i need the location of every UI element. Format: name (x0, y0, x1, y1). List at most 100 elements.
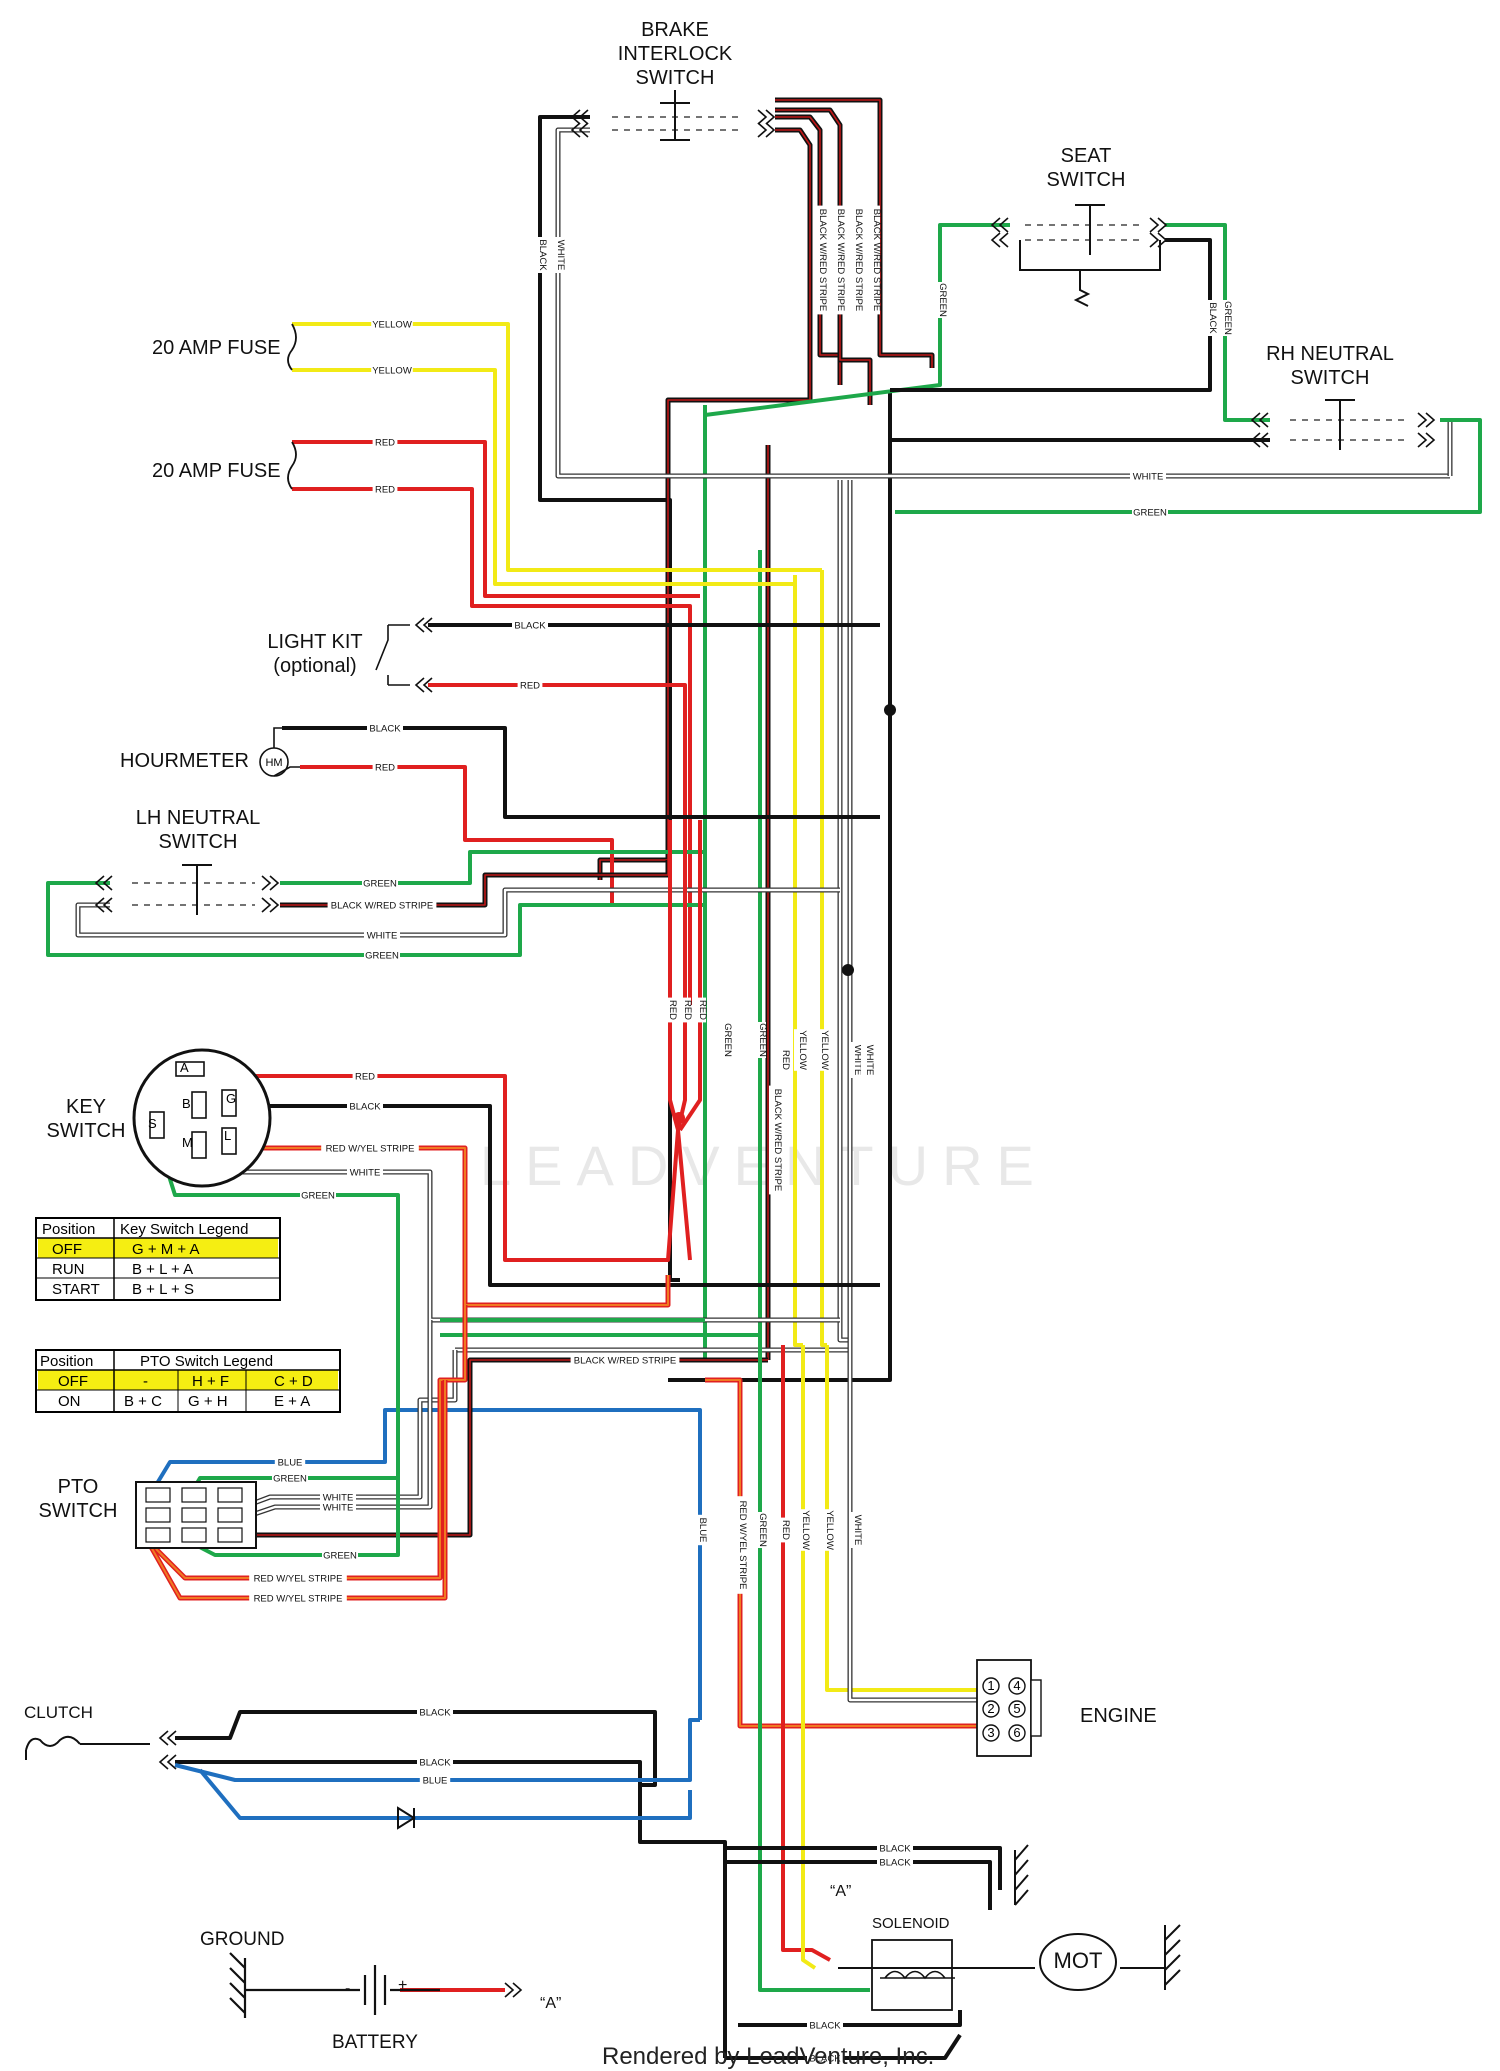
key-pin-l (221, 1127, 237, 1155)
wire-label-low_yellow2: YELLOW (824, 1510, 835, 1550)
sol-black2 (725, 2033, 962, 2060)
svg-text:SWITCH: SWITCH (159, 831, 238, 853)
pto-switch-title: PTO SWITCH (39, 1476, 118, 1522)
fuse-2-symbol (287, 441, 297, 490)
device-symbols (25, 90, 1436, 2018)
wire-label-brake_white: WHITE (555, 240, 566, 271)
wire-label-v_red1: RED (667, 1000, 678, 1020)
wire-label-low_ry: RED W/YEL STRIPE (737, 1501, 748, 1590)
wire-label-pto_white1: WHITE (323, 1493, 354, 1504)
rh-conn-left-1 (1250, 412, 1269, 428)
brake-conn-right-2 (757, 122, 776, 138)
wire-label-bg-key_white (347, 1166, 383, 1178)
wire-label-lh_bkred: BLACK W/RED STRIPE (331, 901, 433, 912)
wire-label-bg-lh_green2 (364, 949, 400, 961)
wire-label-bg-mid_bkred (570, 1354, 680, 1366)
wire-label-v_green: GREEN (722, 1023, 733, 1057)
pto-ry1 (151, 1305, 466, 1579)
svg-text:4: 4 (1013, 1678, 1020, 1693)
brake-conn-left-2 (570, 122, 589, 138)
engine-connector-body (976, 1659, 1032, 1757)
svg-text:RH NEUTRAL: RH NEUTRAL (1266, 343, 1394, 365)
wire-label-gnd_black2: BLACK (879, 1858, 911, 1869)
wire-label-bg-low_green (754, 1512, 766, 1548)
ground-battery-symbol (229, 1952, 440, 2018)
wire-label-v_red2: RED (682, 1000, 693, 1020)
wire-label-v_white2: WHITE (864, 1045, 875, 1076)
svg-text:SWITCH: SWITCH (1291, 367, 1370, 389)
seat-conn-right-1 (1149, 217, 1168, 233)
pto-pin-2-0 (217, 1487, 243, 1503)
wire-label-lh_green: GREEN (363, 879, 397, 890)
wire-label-key_white: WHITE (350, 1168, 381, 1179)
pto-pin-0-1 (145, 1507, 171, 1523)
wire-label-cl_blue: BLUE (423, 1776, 448, 1787)
svg-text:SWITCH: SWITCH (1047, 169, 1126, 191)
wire-label-bg-light_black (512, 619, 548, 631)
rh-switch-contacts (1290, 419, 1410, 441)
wire-label-bg-fuse1_y1 (371, 318, 413, 330)
svg-text:LH NEUTRAL: LH NEUTRAL (136, 807, 260, 829)
engine-pin-circle-4 (1008, 1700, 1026, 1718)
pto-table-off-c1: - (143, 1373, 148, 1390)
fuse1-y1 (292, 322, 822, 572)
wire-label-low_yellow1: YELLOW (800, 1510, 811, 1550)
wire-label-bg-seat_black (1204, 300, 1216, 336)
wire-label-bg-v_red4 (777, 1047, 789, 1073)
cl-black2 (175, 1760, 727, 2058)
wire-label-v_yellow2: YELLOW (819, 1030, 830, 1070)
rh-conn-right-1 (1417, 412, 1436, 428)
wire-label-gnd_black1: BLACK (879, 1844, 911, 1855)
lh-neutral-switch-title: LH NEUTRAL SWITCH (136, 807, 260, 853)
wire-label-bg-pto_green (272, 1472, 308, 1484)
wire-label-layer: BLACK WHITE BLACK W/RED STRIPE BLACK W/RED … (249, 205, 1233, 2065)
pto-table-row-off: OFF (58, 1373, 88, 1390)
wire-label-bg-v_bkred (769, 1085, 781, 1195)
svg-text:1: 1 (987, 1678, 994, 1693)
seat-conn-left-1 (990, 217, 1009, 233)
svg-text:SWITCH: SWITCH (636, 67, 715, 89)
wire-label-bg-key_green (300, 1189, 336, 1201)
battery-title: BATTERY (332, 2032, 418, 2053)
wire-label-bg-v_green2 (754, 1022, 766, 1058)
wire-label-bg-brake_white (552, 237, 564, 273)
wire-label-bg-sol_black1 (807, 2019, 843, 2031)
pto-switch-legend-table: Position PTO Switch Legend OFF - H + F C… (35, 1349, 341, 1413)
white-splice-dot (842, 964, 854, 976)
wire-harness (46, 97, 1482, 2060)
wire-label-fuse2_r1: RED (375, 438, 395, 449)
gnd-black2 (725, 1860, 992, 1910)
wire-label-bg-v_red2 (679, 997, 691, 1023)
key-pin-a (175, 1061, 205, 1077)
wire-label-bg-lh_white (364, 929, 400, 941)
wire-label-bg-gnd_black1 (877, 1842, 913, 1854)
svg-text:5: 5 (1013, 1701, 1020, 1716)
wire-label-sol_black1: BLACK (809, 2021, 841, 2032)
svg-text:2: 2 (987, 1701, 994, 1716)
wire-label-bg-sol_black2 (807, 2052, 843, 2064)
wire-label-seat_green2: GREEN (1222, 301, 1233, 335)
wire-label-bg-brake_bk3 (850, 205, 862, 315)
key-pin-m (191, 1131, 207, 1159)
svg-text:A: A (180, 1060, 189, 1075)
brake-conn-left-1 (570, 109, 589, 125)
seat-switch-body (1019, 204, 1161, 307)
wire-label-brake_bk2: BLACK W/RED STRIPE (835, 209, 846, 311)
motor-label: MOT (1054, 1948, 1103, 1973)
wire-label-brake_bk3: BLACK W/RED STRIPE (853, 209, 864, 311)
wire-label-v_bkred: BLACK W/RED STRIPE (772, 1089, 783, 1191)
wire-label-low_white: WHITE (852, 1515, 863, 1546)
svg-text:SEAT: SEAT (1061, 145, 1112, 167)
hourmeter-symbol-text: HM (265, 757, 282, 769)
wire-label-bg-rh_white (1130, 470, 1166, 482)
pto-table-on-c1: B + C (124, 1393, 162, 1410)
svg-text:BRAKE: BRAKE (641, 19, 709, 41)
low-white (848, 1340, 990, 1702)
wire-label-key_black: BLACK (349, 1102, 381, 1113)
wire-label-bg-v_yellow1 (794, 1029, 806, 1071)
wire-label-bg-low_blue (694, 1514, 706, 1546)
wire-label-key_green: GREEN (301, 1191, 335, 1202)
pto-table-header-legend: PTO Switch Legend (140, 1353, 273, 1370)
wire-label-bg-cl_black1 (417, 1706, 453, 1718)
